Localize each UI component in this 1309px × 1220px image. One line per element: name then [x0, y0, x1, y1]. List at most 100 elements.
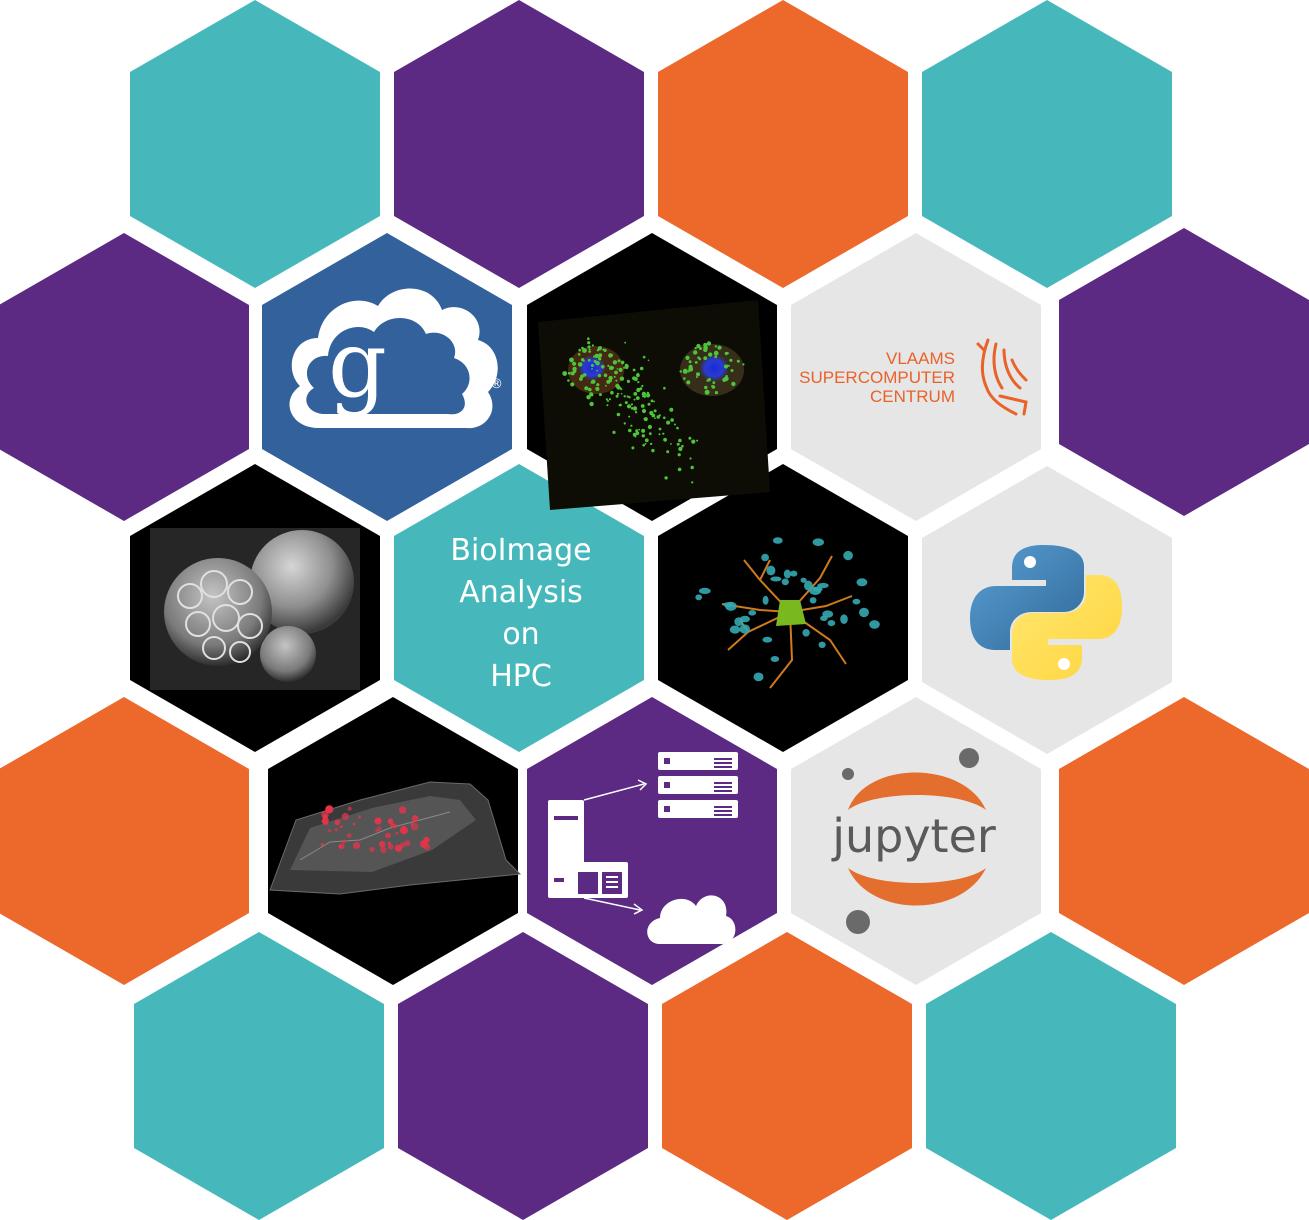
- fluorescent-punctum: [634, 411, 638, 414]
- fluorescent-punctum: [642, 443, 645, 447]
- cell-nucleus: [840, 614, 848, 624]
- tissue-3d-render-image: [269, 781, 522, 895]
- fluorescent-punctum: [666, 420, 671, 425]
- fluorescent-punctum: [587, 358, 591, 362]
- cell-nucleus: [770, 576, 782, 582]
- cell-nucleus: [856, 578, 868, 587]
- fluorescent-punctum: [647, 424, 653, 430]
- fluorescent-punctum: [641, 408, 647, 414]
- fluorescent-punctum: [632, 432, 637, 437]
- fluorescent-punctum: [690, 465, 694, 470]
- cell-nucleus: [859, 607, 869, 618]
- fluorescent-punctum: [630, 403, 634, 406]
- fluorescent-punctum: [688, 436, 692, 440]
- labeled-spot: [380, 846, 387, 854]
- fluorescent-punctum: [567, 371, 571, 375]
- labeled-spot: [378, 840, 386, 848]
- cell-nucleus: [725, 601, 737, 611]
- cell-nucleus: [809, 597, 817, 604]
- labeled-spot: [392, 823, 398, 829]
- labeled-spot: [374, 817, 382, 825]
- hex-teal: [922, 0, 1172, 288]
- fluorescent-punctum: [651, 448, 655, 453]
- fluorescent-punctum: [628, 415, 631, 418]
- fluorescent-punctum: [602, 348, 605, 351]
- python-yellow-snake-icon: [1012, 575, 1122, 680]
- hex-purple: [398, 932, 648, 1220]
- fluorescent-punctum: [619, 368, 623, 372]
- labeled-spot: [395, 831, 399, 835]
- cell-nucleus: [843, 550, 853, 561]
- cloud-icon: [647, 895, 736, 944]
- fluorescent-punctum: [608, 353, 613, 358]
- python-logo: [970, 545, 1122, 680]
- title-line-4: HPC: [490, 659, 552, 694]
- fluorescent-punctum: [662, 432, 665, 435]
- labeled-spot: [342, 839, 346, 844]
- cell-nucleus: [818, 641, 826, 648]
- labeled-spot: [334, 828, 338, 832]
- cell-nucleus: [761, 553, 769, 562]
- fluorescent-punctum: [649, 442, 653, 446]
- cell-nucleus: [698, 587, 711, 595]
- fluorescent-punctum: [590, 393, 594, 397]
- fluorescent-punctum: [577, 353, 581, 356]
- fluorescent-punctum: [606, 379, 611, 384]
- fluorescent-punctum: [707, 378, 711, 382]
- arrow-icon: [583, 779, 648, 915]
- labeled-spot: [375, 829, 378, 832]
- fluorescent-punctum: [588, 350, 591, 353]
- fluorescent-punctum: [598, 357, 602, 361]
- fluorescent-punctum: [674, 423, 676, 426]
- sem-yeast-image: [150, 528, 360, 690]
- cell-nucleus: [800, 577, 807, 583]
- fluorescent-punctum: [729, 358, 733, 362]
- labeled-spot: [339, 825, 343, 829]
- fluorescent-punctum: [731, 381, 736, 387]
- fluorescent-punctum: [615, 394, 619, 398]
- workstation-icon: [548, 800, 628, 898]
- fluorescent-punctum: [726, 364, 729, 367]
- cell-nucleus: [812, 538, 824, 546]
- fluorescent-punctum: [628, 396, 631, 399]
- fluorescent-punctum: [595, 387, 600, 391]
- cell-nucleus: [740, 615, 750, 623]
- fluorescent-punctum: [630, 424, 633, 427]
- fluorescent-punctum: [712, 381, 716, 385]
- fluorescent-punctum: [624, 341, 627, 344]
- fluorescent-punctum: [616, 412, 621, 417]
- fluorescent-punctum: [598, 353, 603, 358]
- hex-orange: [662, 932, 912, 1220]
- fluorescent-punctum: [663, 386, 666, 390]
- fluorescent-punctum: [644, 442, 647, 445]
- fluorescent-punctum: [587, 341, 591, 345]
- title-line-1: BioImage: [450, 533, 591, 568]
- fluorescent-punctum: [567, 379, 570, 382]
- fluorescent-punctum: [607, 364, 610, 367]
- fluorescent-punctum: [703, 356, 708, 361]
- fluorescent-punctum: [685, 355, 690, 360]
- fluorescent-punctum: [736, 359, 740, 363]
- labeled-spot: [328, 829, 332, 833]
- fluorescent-punctum: [669, 407, 674, 412]
- fluorescent-punctum: [742, 363, 745, 366]
- fluorescent-punctum: [610, 390, 614, 395]
- server-stack-icon: [658, 752, 738, 818]
- fluorescent-punctum: [695, 376, 698, 378]
- globus-logo: g ®: [289, 288, 503, 429]
- fluorescent-punctum: [640, 404, 645, 408]
- center-title: BioImage Analysis on HPC: [450, 533, 591, 694]
- labeled-spot: [387, 844, 394, 850]
- fluorescent-punctum: [698, 357, 702, 361]
- cloud-icon: [289, 288, 498, 429]
- labeled-spot: [399, 826, 408, 835]
- fluorescent-punctum: [569, 357, 574, 363]
- fluorescent-punctum: [591, 368, 593, 370]
- fluorescent-punctum: [704, 385, 708, 390]
- fluorescent-punctum: [676, 442, 680, 446]
- hex-orange: [0, 697, 249, 985]
- title-line-2: Analysis: [459, 575, 583, 610]
- fluorescent-punctum: [708, 352, 713, 357]
- labeled-spot: [411, 815, 419, 822]
- fluorescent-punctum: [678, 438, 682, 443]
